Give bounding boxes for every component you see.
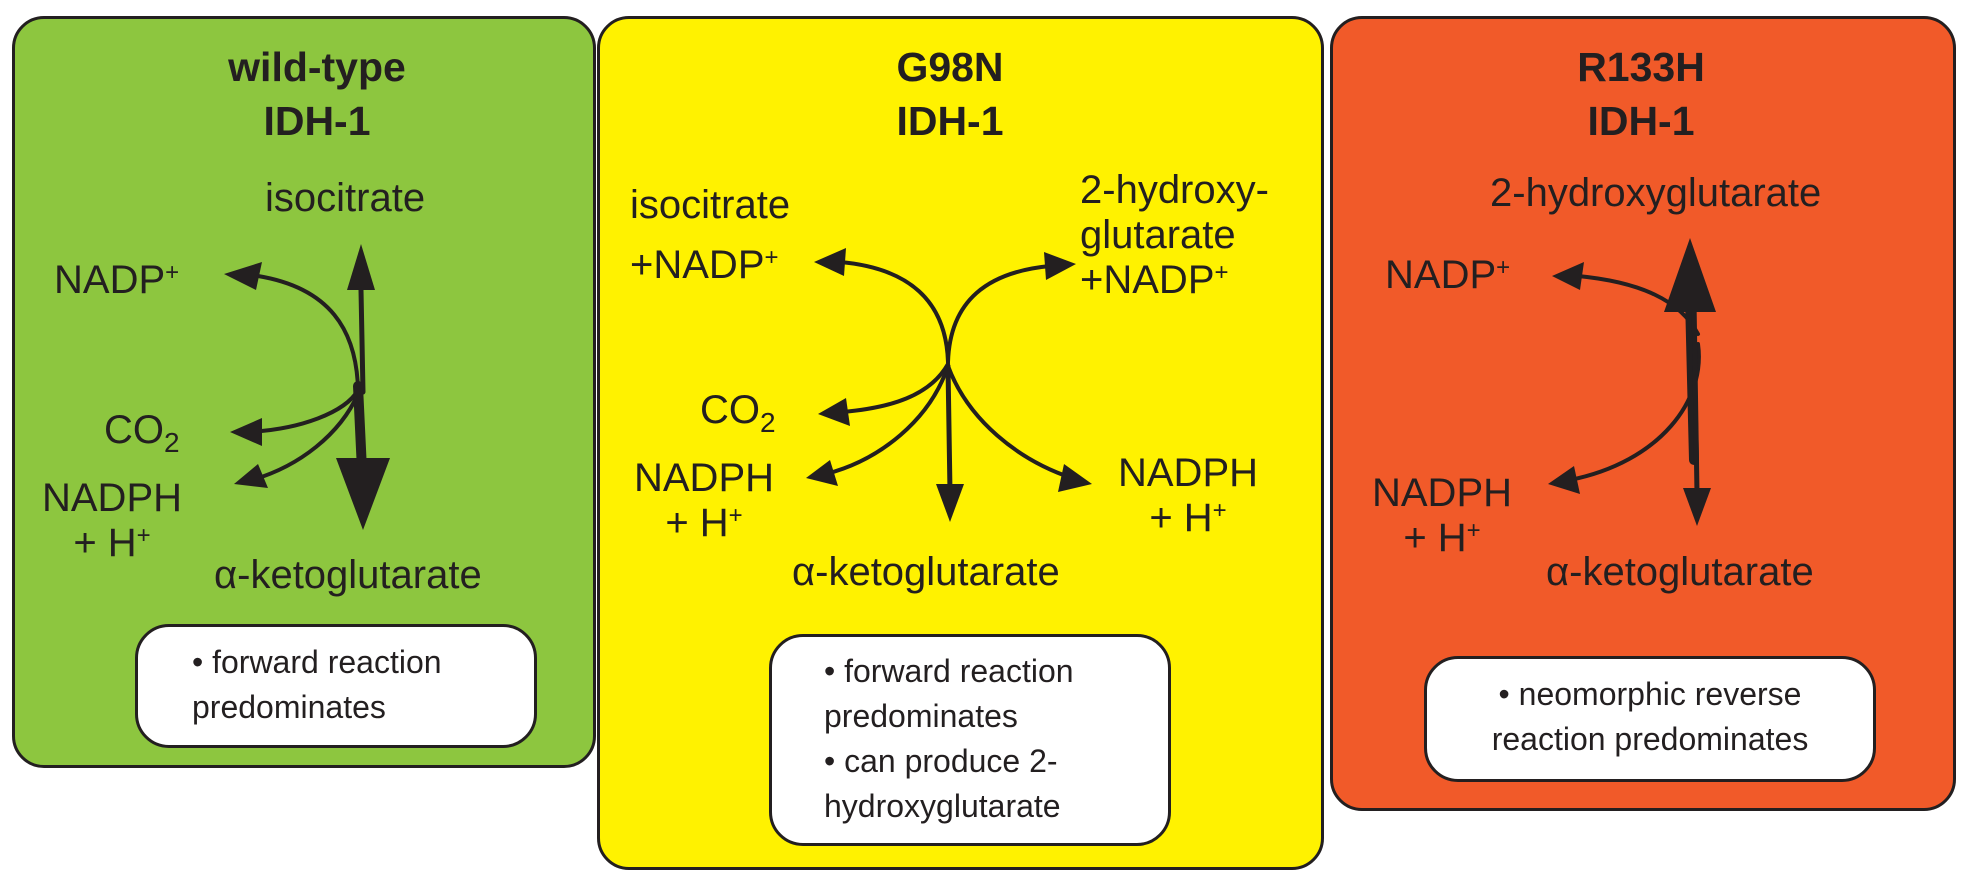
arrowhead-g98n-hg xyxy=(1044,252,1076,280)
arrow-r133h-to-nadph xyxy=(1568,342,1701,482)
label-nadph-h: NADPH + H+ xyxy=(41,476,183,565)
label-2-hydroxyglutarate: 2-hydroxy- glutarate +NADP+ xyxy=(1080,168,1269,302)
label-alpha-ketoglutarate: α-ketoglutarate xyxy=(792,550,1060,594)
label-isocitrate: isocitrate xyxy=(265,176,426,220)
arrowhead-g98n-nadp xyxy=(814,248,846,276)
arrowhead-g98n-nadph-left xyxy=(806,460,838,486)
arrow-g98n-to-akg xyxy=(945,363,953,495)
label-nadph-h-right: NADPH + H+ xyxy=(1117,451,1259,540)
title-line-1: wild-type xyxy=(228,44,406,90)
note-item: can produce 2-hydroxyglutarate xyxy=(824,739,1144,829)
arrow-g98n-to-nadp xyxy=(838,260,950,364)
label-2-hydroxyglutarate: 2-hydroxyglutarate xyxy=(1490,171,1822,215)
label-co2: CO2 xyxy=(104,408,180,458)
arrow-r133h-to-hg-shaft xyxy=(1685,293,1699,465)
label-isocitrate: isocitrate xyxy=(630,183,791,227)
arrowhead-wt-akg xyxy=(336,458,390,530)
label-nadph-h-left: NADPH + H+ xyxy=(633,456,775,545)
arrowhead-wt-nadph xyxy=(234,464,268,488)
title-line-2: IDH-1 xyxy=(1587,98,1695,144)
note-box-wild-type: forward reaction predominates xyxy=(135,624,537,748)
arrowhead-wt-nadp xyxy=(224,262,262,290)
arrow-wt-to-isocitrate-shaft xyxy=(358,287,366,395)
note-item: neomorphic reverse reaction predominates xyxy=(1465,672,1835,762)
title-line-1: G98N xyxy=(896,44,1004,90)
arrow-wt-to-akg-shaft xyxy=(353,381,367,475)
arrowhead-g98n-nadph-right xyxy=(1058,464,1092,492)
arrowhead-r133h-nadp xyxy=(1552,262,1584,290)
label-nadph-h: NADPH + H+ xyxy=(1371,471,1513,560)
panel-wild-type-title: wild-type IDH-1 xyxy=(197,40,437,148)
arrow-wt-to-nadph xyxy=(250,392,360,482)
arrow-g98n-to-hg xyxy=(946,264,1052,364)
arrowhead-wt-isocitrate xyxy=(347,244,375,290)
arrowhead-g98n-akg xyxy=(936,484,964,522)
arrow-wt-to-co2 xyxy=(244,388,360,434)
note-box-r133h: neomorphic reverse reaction predominates xyxy=(1424,656,1876,782)
label-alpha-ketoglutarate: α-ketoglutarate xyxy=(1546,550,1814,594)
label-alpha-ketoglutarate: α-ketoglutarate xyxy=(214,553,482,597)
title-line-2: IDH-1 xyxy=(263,98,371,144)
title-line-2: IDH-1 xyxy=(896,98,1004,144)
arrow-g98n-to-co2 xyxy=(840,362,950,414)
label-nadp: NADP+ xyxy=(54,258,180,302)
title-line-1: R133H xyxy=(1577,44,1705,90)
arrowhead-g98n-co2 xyxy=(818,398,850,426)
note-box-g98n: forward reaction predominates can produc… xyxy=(769,634,1171,846)
arrow-g98n-to-nadph-left xyxy=(824,364,950,476)
note-item: forward reaction predominates xyxy=(824,649,1114,739)
arrowhead-r133h-hg xyxy=(1664,238,1716,312)
arrow-g98n-to-nadph-right xyxy=(946,364,1074,480)
panel-r133h-title: R133H IDH-1 xyxy=(1546,40,1736,148)
panel-g98n-title: G98N IDH-1 xyxy=(860,40,1040,148)
arrowhead-r133h-akg xyxy=(1683,488,1711,526)
label-plus-nadp: +NADP+ xyxy=(630,243,779,287)
arrow-r133h-to-akg-shaft xyxy=(1691,297,1700,497)
note-item: forward reaction predominates xyxy=(192,640,482,730)
label-co2: CO2 xyxy=(700,388,776,438)
arrowhead-wt-co2 xyxy=(230,418,262,446)
arrowhead-r133h-nadph xyxy=(1548,466,1580,494)
label-nadp: NADP+ xyxy=(1385,253,1511,297)
arrow-wt-to-nadp xyxy=(256,274,360,390)
